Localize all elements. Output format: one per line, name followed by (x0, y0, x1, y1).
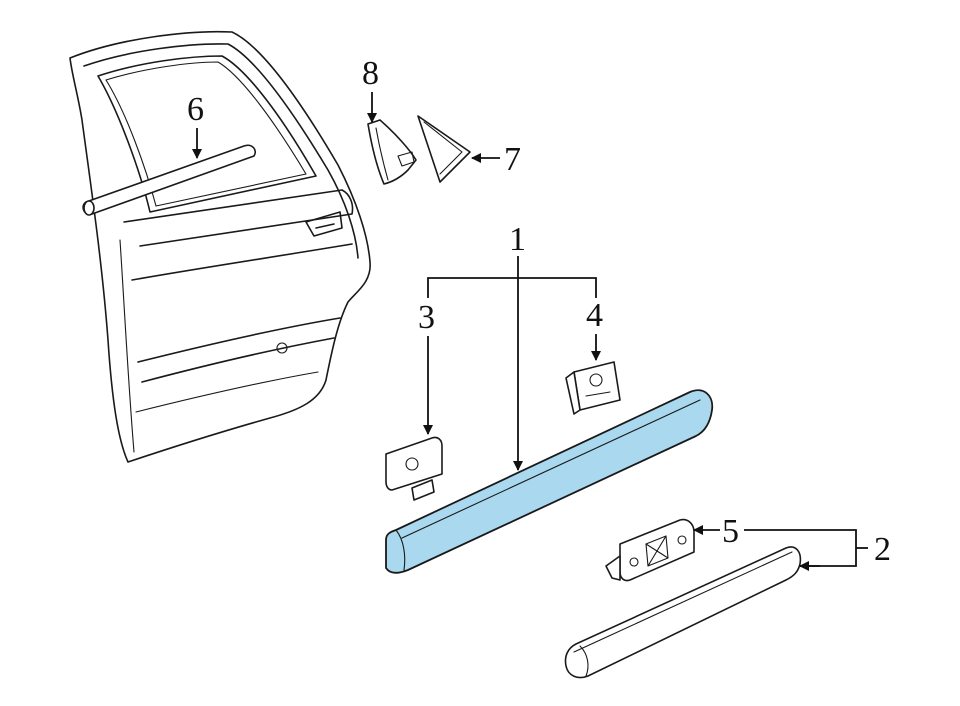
callout-label-3: 3 (418, 299, 435, 336)
door-crease-lower (135, 371, 319, 413)
weatherstrip-end (83, 200, 95, 216)
clip-5-square (645, 535, 669, 567)
callout-label-6: 6 (187, 91, 204, 128)
clip-4-tab (585, 391, 611, 397)
clip-3-body (385, 436, 443, 491)
weatherstrip-body (82, 144, 257, 216)
clip-3-hole (405, 457, 419, 471)
clip-4-hole (589, 373, 603, 387)
callout-label-1: 1 (509, 221, 526, 258)
callout-leaders (192, 92, 868, 571)
part-3-clip (385, 436, 443, 501)
door-hole (276, 342, 288, 354)
molding-1-end-cap (395, 529, 406, 571)
cap-body (367, 119, 417, 185)
door-crease-mid (137, 317, 341, 363)
cap-detail (375, 127, 389, 181)
callout-label-5: 5 (722, 513, 739, 550)
callout-labels: 6 8 7 1 3 4 5 2 (187, 55, 891, 568)
door-crease-upper (131, 243, 353, 281)
part-4-clip (565, 361, 621, 415)
clip-3-tab (411, 479, 435, 501)
clip-5-leg (605, 555, 621, 581)
rear-door (69, 30, 371, 463)
part-2-molding (564, 546, 802, 679)
window-inner (105, 61, 307, 207)
part-5-clip (605, 518, 695, 582)
applique-body (417, 115, 471, 183)
molding-2-body (564, 546, 802, 679)
callout-label-8: 8 (362, 55, 379, 92)
clip-4-flange (565, 371, 581, 415)
door-handle (305, 211, 343, 237)
part-1-door-molding (385, 389, 714, 574)
part-6-belt-weatherstrip (82, 144, 257, 216)
applique-edge (423, 121, 463, 175)
window-opening (97, 55, 317, 213)
molding-2-top-edge (573, 551, 793, 653)
molding-1-body (385, 389, 714, 574)
molding-1-top-edge (401, 399, 701, 539)
door-outline (69, 30, 371, 463)
callout-label-7: 7 (504, 141, 521, 178)
door-edge-inner (119, 239, 135, 453)
door-frame-inner (83, 43, 359, 259)
part-7-applique (417, 115, 471, 183)
clip-5-hole-right (677, 535, 687, 545)
belt-line (123, 189, 354, 247)
clip-5-hole-left (629, 557, 639, 567)
molding-2-end (579, 645, 589, 677)
part-8-cap (367, 119, 417, 185)
door-crease-mid2 (141, 337, 335, 383)
cap-tab (397, 151, 415, 167)
callout-label-2: 2 (874, 531, 891, 568)
callout-label-4: 4 (586, 297, 603, 334)
leader-3-4-bracket (427, 277, 597, 298)
